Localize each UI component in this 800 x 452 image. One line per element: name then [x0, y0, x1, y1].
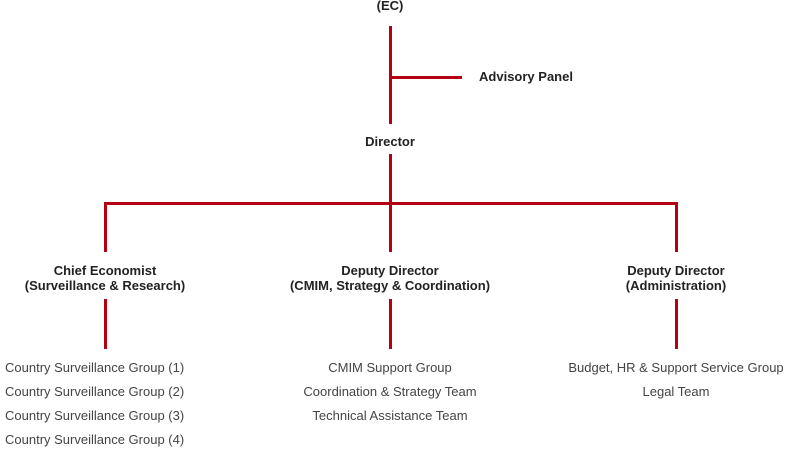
list-item: Country Surveillance Group (2) — [5, 384, 185, 399]
list-item: Budget, HR & Support Service Group — [568, 360, 784, 375]
list-item: Country Surveillance Group (1) — [5, 360, 185, 375]
connector-branch-1-units — [104, 299, 107, 349]
list-item: Country Surveillance Group (3) — [5, 408, 185, 423]
node-title-line1: Deputy Director — [341, 263, 439, 278]
node-title-line2: (Surveillance & Research) — [24, 278, 186, 293]
node-title-line2: (CMIM, Strategy & Coordination) — [289, 278, 491, 293]
node-chief-economist: Chief Economist (Surveillance & Research… — [25, 263, 185, 293]
unit-list-surveillance: Country Surveillance Group (1) Country S… — [5, 356, 184, 452]
connector-branch-1 — [104, 202, 107, 252]
node-title-line2: (Administration) — [625, 278, 727, 293]
node-advisory-panel: Advisory Panel — [479, 69, 573, 84]
list-item: Coordination & Strategy Team — [303, 384, 477, 399]
list-item: CMIM Support Group — [328, 360, 452, 375]
connector-horizontal-bar — [104, 202, 678, 205]
node-deputy-director-admin: Deputy Director (Administration) — [626, 263, 726, 293]
node-director: Director — [365, 134, 415, 149]
unit-list-cmim: CMIM Support Group Coordination & Strate… — [303, 356, 476, 428]
connector-branch-3 — [675, 202, 678, 252]
list-item: Technical Assistance Team — [312, 408, 468, 423]
node-deputy-director-cmim: Deputy Director (CMIM, Strategy & Coordi… — [290, 263, 490, 293]
node-ec: (EC) — [377, 0, 404, 13]
connector-advisory — [389, 76, 462, 79]
connector-branch-3-units — [675, 299, 678, 349]
node-director-label: Director — [365, 134, 415, 149]
connector-ec-director — [389, 26, 392, 124]
node-ec-label: (EC) — [376, 0, 404, 13]
connector-branch-2-units — [389, 299, 392, 349]
list-item: Country Surveillance Group (4) — [5, 432, 185, 447]
node-title-line1: Deputy Director — [627, 263, 725, 278]
list-item: Legal Team — [642, 384, 710, 399]
node-title-line1: Chief Economist — [53, 263, 157, 278]
unit-list-admin: Budget, HR & Support Service Group Legal… — [568, 356, 783, 404]
node-advisory-label: Advisory Panel — [479, 69, 573, 84]
